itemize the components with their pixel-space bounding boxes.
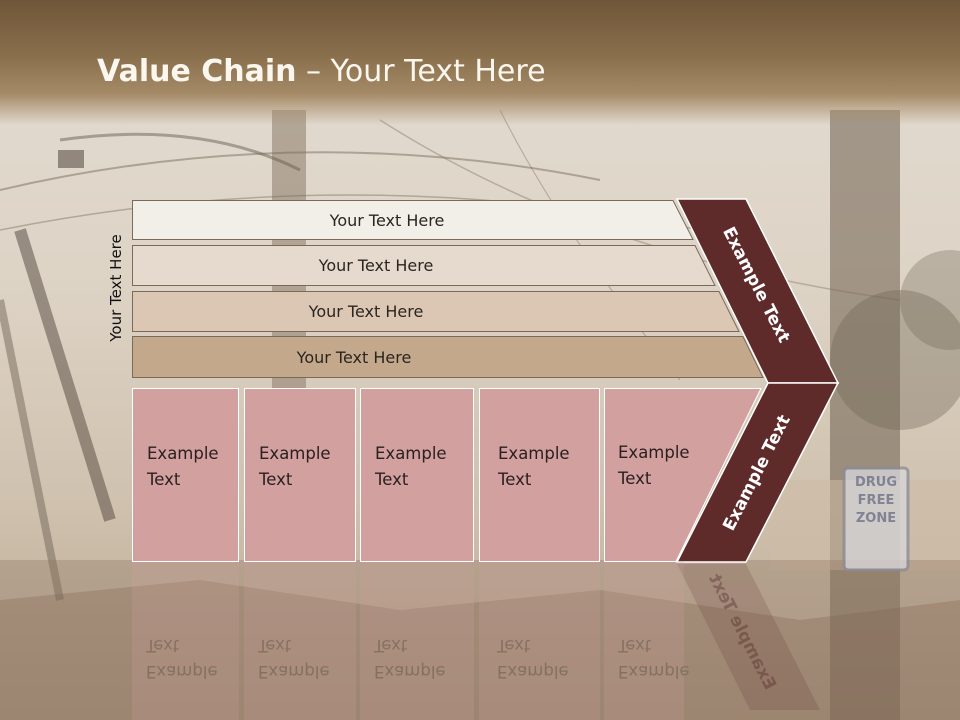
sign-line-2: FREE <box>857 493 895 508</box>
columns-reflection: Example Text Example Text Example Text Exam… <box>0 562 960 720</box>
column-1-line2: Text <box>147 470 181 489</box>
bar-1[interactable]: Your Text Here <box>132 200 694 240</box>
chevron-reflection <box>677 564 820 710</box>
column-5-line2: Text <box>618 469 652 488</box>
column-5[interactable]: Example Text <box>604 388 762 562</box>
drug-free-zone-sign: DRUG FREE ZONE <box>846 474 906 528</box>
bar-2-shape <box>132 245 716 286</box>
bar-4[interactable]: Your Text Here <box>132 336 764 378</box>
column-5-line1: Example <box>618 443 690 462</box>
column-5-shape <box>604 388 762 562</box>
bar-1-label: Your Text Here <box>329 210 445 230</box>
bar-3[interactable]: Your Text Here <box>132 291 740 332</box>
sign-line-3: ZONE <box>855 511 897 526</box>
slide-title: Value Chain – Your Text Here <box>97 54 546 89</box>
column-4[interactable]: Example Text <box>479 388 600 562</box>
reflect-3b: Text <box>374 636 408 655</box>
column-2[interactable]: Example Text <box>244 388 356 562</box>
reflect-1b: Text <box>146 636 180 655</box>
reflect-5a: Example <box>618 662 690 681</box>
column-3-line1: Example <box>375 444 447 463</box>
column-3-line2: Text <box>375 470 409 489</box>
reflect-2b: Text <box>258 636 292 655</box>
bar-1-shape <box>132 200 694 240</box>
title-banner <box>0 0 960 125</box>
reflect-1a: Example <box>146 662 218 681</box>
column-2-line1: Example <box>259 444 331 463</box>
bar-4-label: Your Text Here <box>296 347 412 367</box>
column-1[interactable]: Example Text <box>132 388 239 562</box>
sign-line-1: DRUG <box>854 475 898 490</box>
reflect-4a: Example <box>497 662 569 681</box>
column-4-line1: Example <box>498 444 570 463</box>
column-2-line2: Text <box>259 470 293 489</box>
bar-2-label: Your Text Here <box>318 256 434 275</box>
chevron-bottom <box>675 382 840 563</box>
bar-3-label: Your Text Here <box>308 302 424 321</box>
reflect-3a: Example <box>374 662 446 681</box>
title-rest: – Your Text Here <box>296 54 546 89</box>
column-1-line1: Example <box>147 444 219 463</box>
title-bold: Value Chain <box>97 54 297 89</box>
reflect-4b: Text <box>497 636 531 655</box>
reflect-2a: Example <box>258 662 330 681</box>
bar-3-shape <box>132 291 740 332</box>
column-4-line2: Text <box>498 470 532 489</box>
bar-2[interactable]: Your Text Here <box>132 245 716 286</box>
column-3[interactable]: Example Text <box>360 388 474 562</box>
reflect-5b: Text <box>618 636 652 655</box>
bar-4-shape <box>132 336 764 378</box>
